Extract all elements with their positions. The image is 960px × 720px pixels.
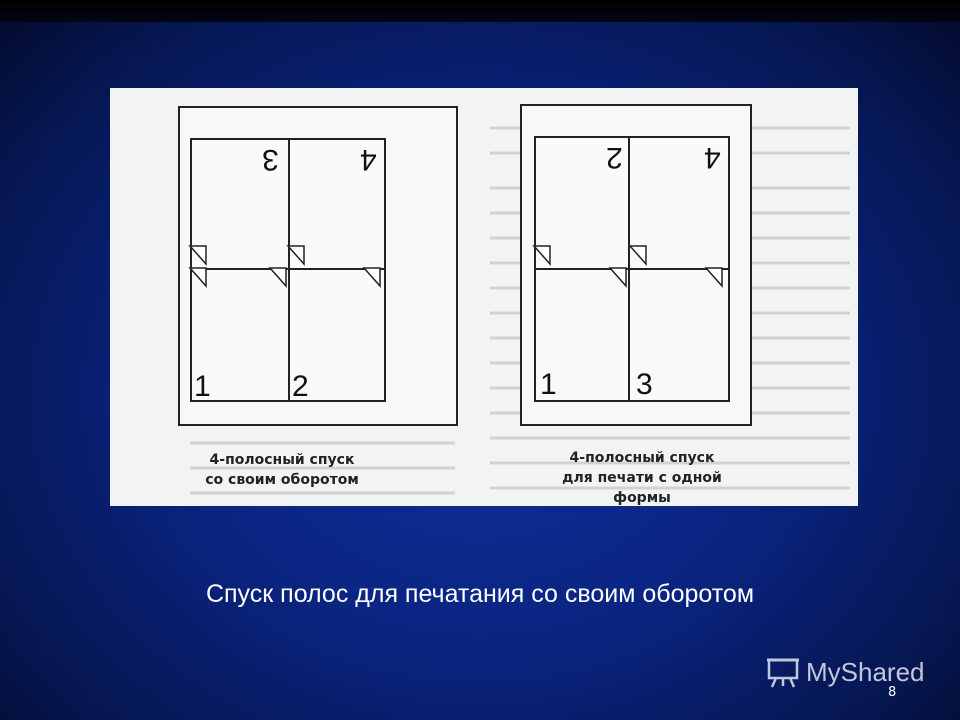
right-caption-line1: 4-полосный спуск bbox=[569, 450, 715, 466]
left-caption-line1: 4-полосный спуск bbox=[209, 452, 355, 468]
right-corner-fold-marks bbox=[532, 245, 723, 288]
left-caption: 4-полосный спуск со своим оборотом bbox=[202, 450, 362, 490]
top-dark-band bbox=[0, 0, 960, 22]
right-page-number-3: 3 bbox=[636, 368, 653, 401]
right-page-number-1: 1 bbox=[540, 368, 557, 401]
slide-page-number: 8 bbox=[888, 685, 897, 700]
left-caption-line2: со своим оборотом bbox=[205, 472, 359, 488]
left-corner-fold-marks bbox=[188, 245, 381, 288]
imposition-figure: 3 4 1 2 4-полосный спуск со своим оборот… bbox=[110, 88, 858, 506]
left-page-number-2: 2 bbox=[292, 370, 309, 403]
presentation-board-icon bbox=[767, 658, 799, 688]
right-caption: 4-полосный спуск для печати с одной форм… bbox=[542, 448, 742, 506]
right-bottom-right-page bbox=[628, 268, 730, 402]
right-caption-line2: для печати с одной формы bbox=[562, 470, 722, 506]
slide-title: Спуск полос для печатания со своим оборо… bbox=[205, 580, 755, 608]
myshared-logo: MyShared bbox=[766, 656, 925, 688]
left-page-number-1: 1 bbox=[194, 370, 211, 403]
left-bottom-right-page bbox=[288, 268, 386, 402]
logo-text: MyShared bbox=[806, 656, 925, 687]
